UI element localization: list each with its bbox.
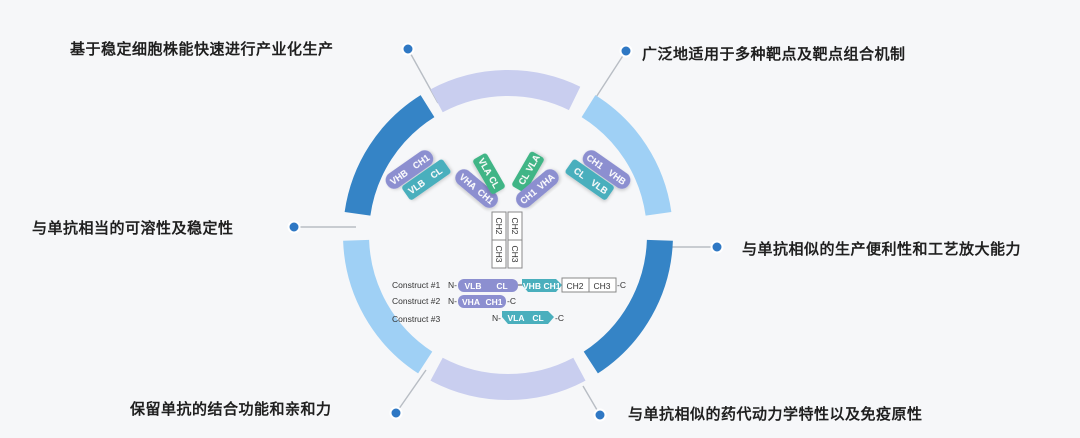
construct-1-label: Construct #1 [392, 280, 440, 290]
c-terminus: -C [617, 280, 626, 290]
feature-bottom-left: 保留单抗的结合功能和亲和力 [130, 400, 332, 418]
feature-mid-right: 与单抗相似的生产便利性和工艺放大能力 [742, 240, 1022, 258]
fc-stem [491, 211, 523, 269]
domain-label: CH2 [494, 217, 504, 234]
ring-segment-top-left [344, 95, 435, 216]
feature-top-left: 基于稳定细胞株能快速进行产业化生产 [70, 40, 334, 58]
feature-bottom-right: 与单抗相似的药代动力学特性以及免疫原性 [628, 405, 923, 423]
center-right-light: CL VLA [512, 151, 544, 193]
c-terminus: -C [507, 296, 516, 306]
constructs: Construct #1 N- VLB CL VHB CH1 CH2 CH3 -… [392, 277, 626, 324]
domain-label: CH3 [593, 281, 610, 291]
n-terminus: N- [492, 313, 501, 323]
ring-segment-top [430, 70, 581, 113]
domain-label: CH2 [566, 281, 583, 291]
domain-label: CH1 [485, 297, 502, 307]
construct-3-label: Construct #3 [392, 314, 440, 324]
center-left-light: VLA CL [473, 153, 505, 194]
dot-bottom-right [593, 408, 607, 422]
right-outer-arm: CH1 VHB CL VLB [565, 150, 631, 200]
dot-top-right [619, 44, 633, 58]
ring-segment-right [583, 239, 673, 374]
domain-label: CH3 [510, 245, 520, 262]
domain-label: VLA [508, 313, 525, 323]
ring-segment-top-right [581, 95, 672, 216]
dot-bottom-left [389, 406, 403, 420]
domain-label: CH2 [510, 217, 520, 234]
ring-segment-left [343, 239, 433, 374]
domain-label: VLB [465, 281, 482, 291]
domain-label: CL [532, 313, 543, 323]
domain-label: VHB [523, 281, 541, 291]
connector-dots [287, 42, 724, 422]
ring-segment-bottom [430, 357, 586, 400]
domain-label: VHA [462, 297, 480, 307]
domain-label: CL [496, 281, 507, 291]
domain-label: CH3 [494, 245, 504, 262]
right-inner-arm: CH1 VHA [516, 169, 559, 208]
dot-mid-right [710, 240, 724, 254]
c-terminus: -C [555, 313, 564, 323]
dot-top-left [401, 42, 415, 56]
n-terminus: N- [448, 296, 457, 306]
connector-bottom-left [395, 369, 427, 414]
dot-mid-left [287, 220, 301, 234]
feature-mid-left: 与单抗相当的可溶性及稳定性 [32, 219, 234, 237]
antibody-illustration: VHB CH1 VLB CL VHA CH1 VLA CL CL VLA CH1… [385, 150, 631, 269]
fc-labels: CH2 CH2 CH3 CH3 [494, 217, 520, 262]
left-outer-arm: VHB CH1 VLB CL [385, 150, 451, 200]
ring [343, 70, 673, 400]
n-terminus: N- [448, 280, 457, 290]
domain-label: CH1 [543, 281, 560, 291]
construct-2-label: Construct #2 [392, 296, 440, 306]
feature-top-right: 广泛地适用于多种靶点及靶点组合机制 [642, 45, 906, 63]
